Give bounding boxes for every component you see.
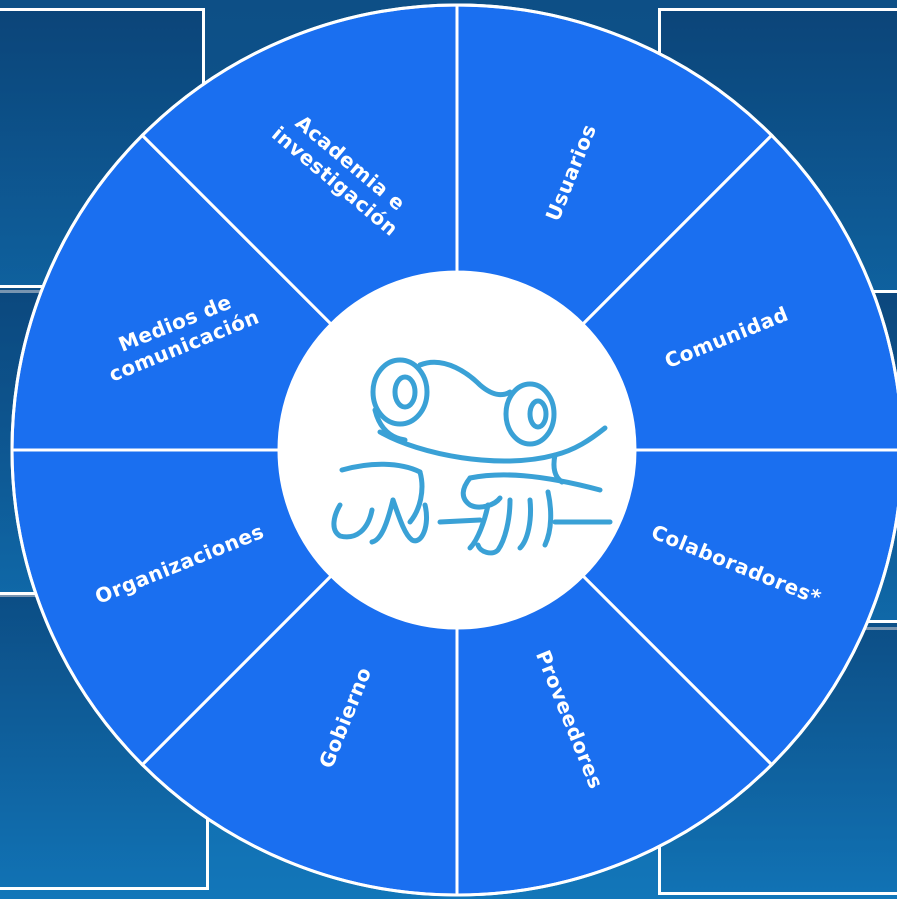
frog-icon xyxy=(331,357,613,556)
wheel-segments xyxy=(10,3,897,897)
wheel-outer-rim xyxy=(10,3,897,897)
center-disc xyxy=(279,272,635,628)
